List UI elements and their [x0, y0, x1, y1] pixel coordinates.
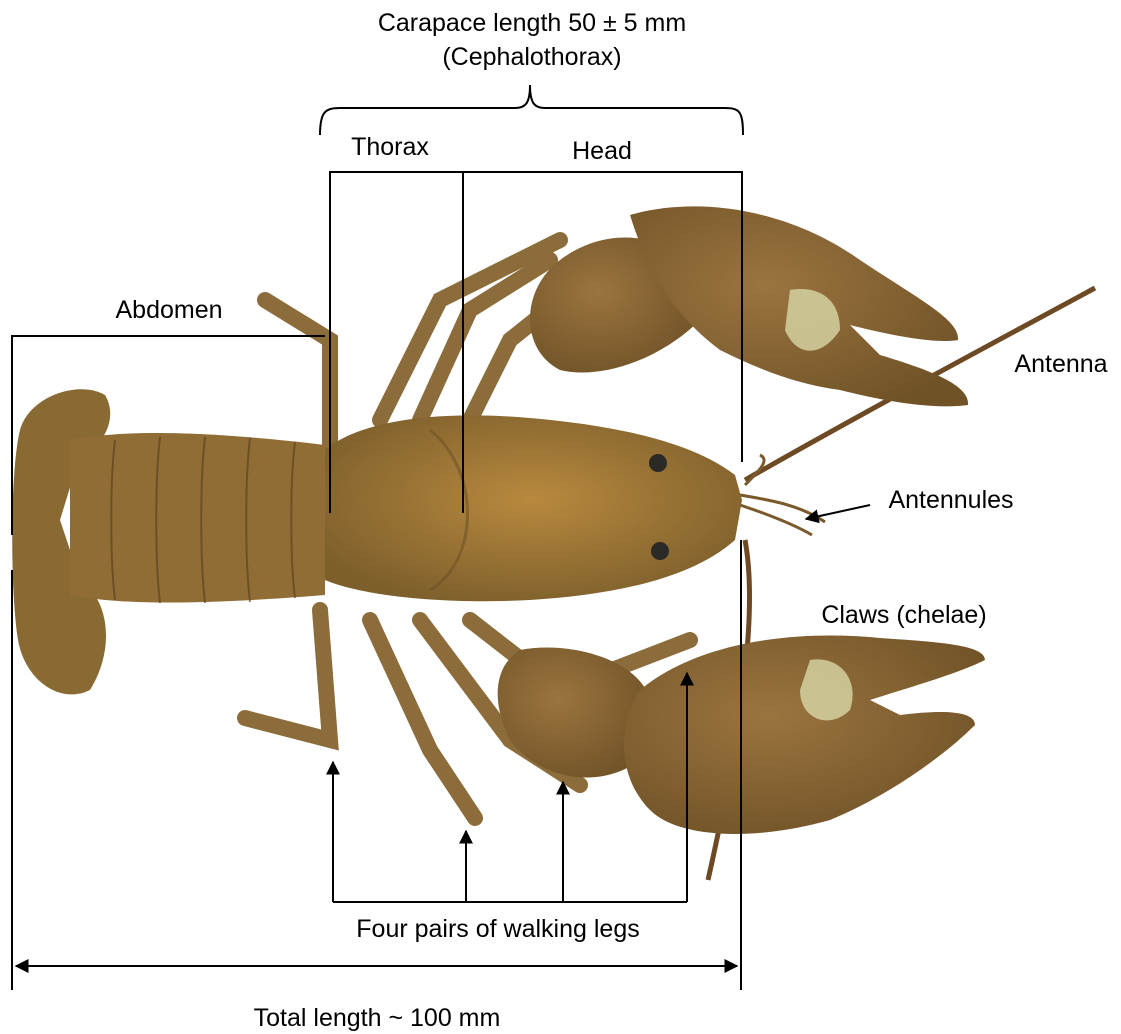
head-label: Head — [572, 137, 632, 165]
walking-legs-label: Four pairs of walking legs — [356, 915, 639, 943]
carapace — [325, 415, 742, 601]
antennules-shape — [740, 455, 825, 535]
antennules-label: Antennules — [888, 486, 1013, 514]
antennules-arrow — [806, 505, 870, 519]
abdomen-label: Abdomen — [115, 296, 222, 324]
abdomen-segments — [70, 433, 325, 603]
eye-upper — [649, 454, 667, 472]
total-length-label: Total length ~ 100 mm — [254, 1004, 501, 1032]
cephalothorax-label: (Cephalothorax) — [442, 43, 621, 71]
lower-claw — [624, 636, 985, 834]
carapace-length-label: Carapace length 50 ± 5 mm — [378, 9, 686, 37]
antenna-label: Antenna — [1014, 350, 1107, 378]
carapace-bracket — [320, 85, 743, 135]
thorax-label: Thorax — [351, 133, 429, 161]
claws-label: Claws (chelae) — [821, 601, 986, 629]
eye-lower — [651, 542, 669, 560]
